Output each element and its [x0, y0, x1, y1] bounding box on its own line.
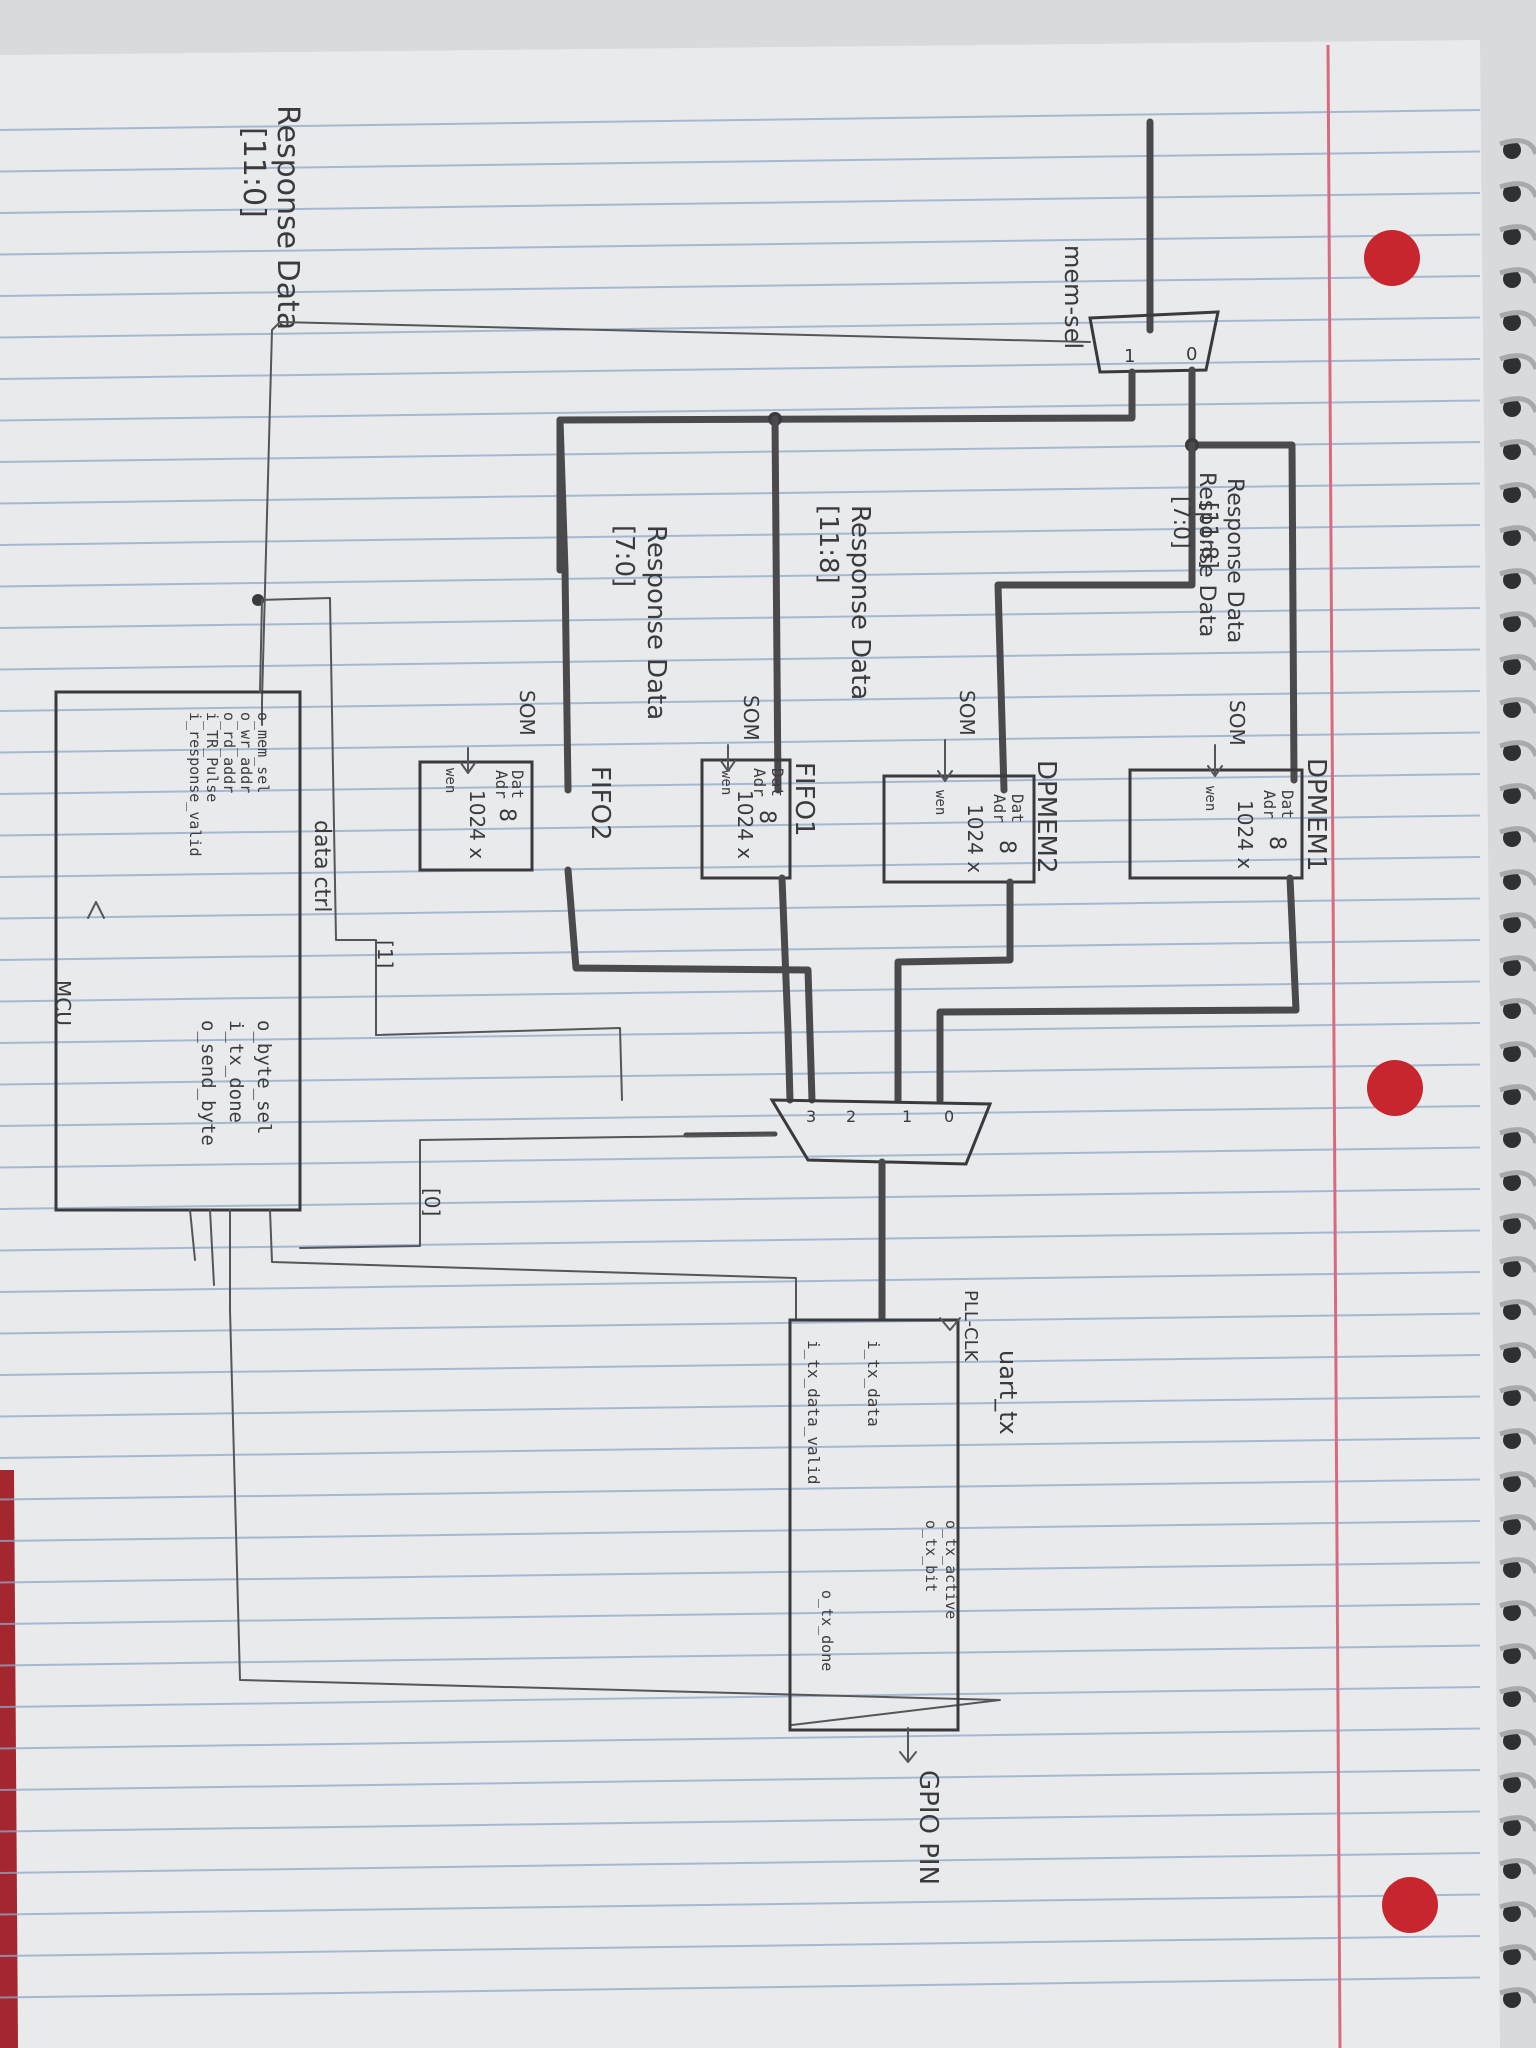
mem-sel-label: mem-sel	[1059, 245, 1087, 349]
pll-clk-label: PLL-CLK	[960, 1290, 981, 1363]
svg-text:[7:0]: [7:0]	[1168, 496, 1193, 549]
fifo1-data-bus	[775, 419, 778, 790]
dpmem1-size: 1024 x	[1233, 800, 1257, 869]
fifo1-size: 1024 x	[733, 790, 757, 859]
hole-bottom	[1382, 1877, 1438, 1933]
ctrl-port-o-wr-addr: o_wr_addr	[237, 712, 255, 793]
fifo1-som: SOM	[739, 695, 763, 741]
mux-bottom-input-3: 3	[806, 1107, 816, 1126]
ctrl-port-o-byte-sel: o_byte_sel	[253, 1020, 275, 1134]
uart-tx-title: uart_tx	[994, 1350, 1022, 1435]
dpmem2-som: SOM	[955, 690, 979, 736]
fifo2-data-bus	[565, 570, 568, 790]
ctrl-port-o-send-byte: o_send_byte	[197, 1020, 219, 1146]
mux-bottom-input-0: 0	[944, 1107, 954, 1126]
svg-text:Response Data: Response Data	[845, 505, 875, 700]
dpmem1-depth: 8	[1264, 836, 1289, 850]
hole-middle	[1367, 1060, 1423, 1116]
svg-text:Response Data: Response Data	[1194, 472, 1219, 637]
uart-port-tx-data-valid: i_tx_data_valid	[804, 1340, 823, 1485]
hole-top	[1364, 230, 1420, 286]
uart-port-tx-bit: o_tx_bit	[922, 1520, 940, 1592]
fifo-bus-link	[560, 420, 565, 570]
fifo2-title: FIFO2	[585, 766, 615, 841]
bit0-label: [0]	[420, 1188, 444, 1216]
dpmem2-port-wen: wen	[932, 790, 948, 815]
fifo2-size: 1024 x	[465, 790, 489, 859]
fifo2-port-wen: wen	[442, 768, 458, 793]
mux-bottom-input-1: 1	[902, 1107, 912, 1126]
dpmem1-port-addr: Adr	[1260, 790, 1279, 819]
svg-text:Response Data: Response Data	[641, 525, 671, 720]
dpmem1-title: DPMEM1	[1301, 758, 1331, 872]
dpmem1-port-data: Dat	[1278, 790, 1297, 819]
dpmem1-som: SOM	[1225, 700, 1249, 746]
mux-top-input-1: 1	[1124, 346, 1135, 367]
svg-text:Response Data: Response Data	[270, 105, 305, 330]
mcu-label: MCU	[51, 980, 75, 1026]
gpio-pin-label: GPIO PIN	[913, 1770, 943, 1885]
fifo1-port-data: Dat	[768, 768, 787, 797]
ctrl-port-i-tx-done: i_tx_done	[225, 1020, 247, 1123]
fifo2-depth: 8	[494, 808, 519, 822]
ctrl-port-i-tr-pulse: i_TR_Pulse	[203, 712, 221, 802]
svg-text:[7:0]: [7:0]	[609, 525, 639, 587]
ctrl-port-o-mem-sel: o_mem_sel	[254, 712, 272, 793]
dpmem2-title: DPMEM2	[1031, 760, 1061, 874]
mux-bottom-input-2: 2	[846, 1107, 856, 1126]
fifo2-port-addr: Adr	[492, 770, 511, 799]
dpmem1-port-wen: wen	[1202, 786, 1218, 811]
svg-text:[11:8]: [11:8]	[813, 505, 843, 584]
paper-sheet	[0, 40, 1500, 2048]
fifo1-port-wen: wen	[718, 770, 734, 795]
fifo2-som: SOM	[515, 690, 539, 736]
dpmem2-size: 1024 x	[963, 804, 987, 873]
uart-port-tx-data: i_tx_data	[864, 1340, 883, 1427]
mux-top-input-0: 0	[1186, 344, 1197, 365]
uart-port-tx-active: o_tx_active	[942, 1520, 960, 1619]
dpmem2-depth: 8	[994, 840, 1019, 854]
ctrl-port-o-rd-addr: o_rd_addr	[220, 712, 238, 793]
svg-text:Response Data: Response Data	[1222, 478, 1247, 643]
svg-text:[11:0]: [11:0]	[236, 127, 271, 218]
dpmem2-port-data: Dat	[1008, 794, 1027, 823]
fifo1-title: FIFO1	[789, 762, 819, 837]
dpmem2-port-addr: Adr	[990, 794, 1009, 823]
uart-port-tx-done: o_tx_done	[818, 1590, 836, 1671]
data-ctrl-title: data ctrl	[309, 820, 334, 912]
ctrl-port-i-response-valid: i_response_valid	[186, 712, 204, 857]
